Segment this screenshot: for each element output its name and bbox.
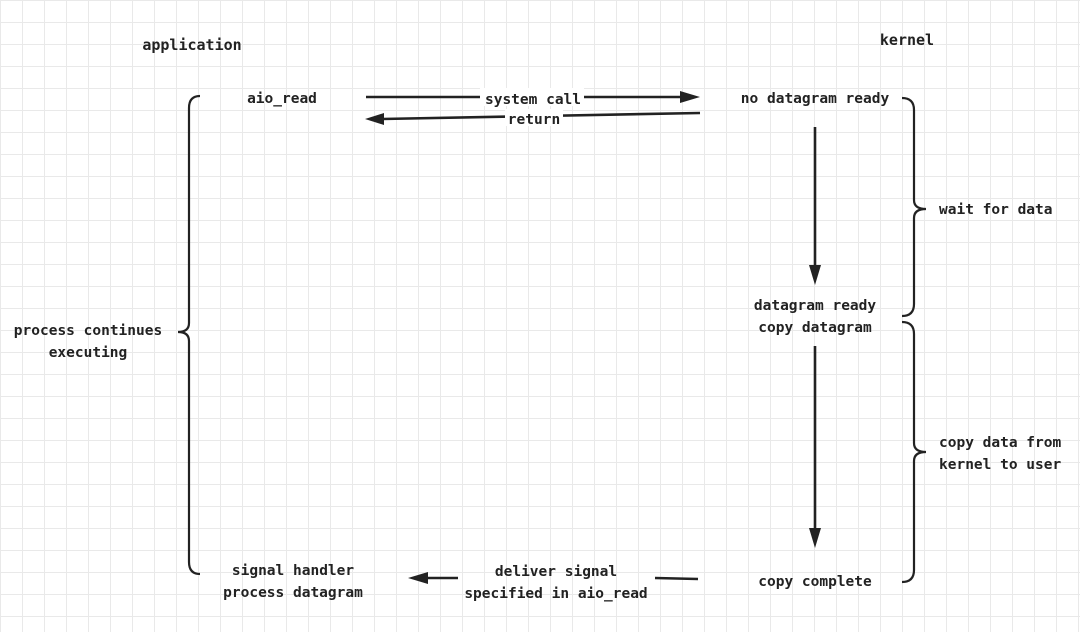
wait-for-data-brace: [901, 96, 927, 318]
executing-label: executing: [49, 345, 128, 361]
signal-handler-label: signal handler: [232, 563, 354, 579]
copy-datagram-label: copy datagram: [758, 320, 872, 336]
process-continues-label: process continues: [14, 323, 162, 339]
process-datagram-label: process datagram: [223, 585, 363, 601]
copy-complete-label: copy complete: [758, 574, 872, 590]
no-datagram-ready-label: no datagram ready: [741, 91, 890, 107]
return-label: return: [508, 112, 560, 128]
system-call-label: system call: [485, 92, 581, 108]
application-column-heading: application: [142, 36, 241, 54]
deliver-signal-arrowhead: [408, 572, 428, 584]
deliver-signal-label: deliver signal: [495, 564, 617, 580]
return-arrowhead: [365, 113, 384, 125]
specified-in-aio-read-label: specified in aio_read: [464, 586, 647, 602]
copy-data-brace: [901, 320, 927, 584]
wait-arrowhead: [809, 265, 821, 285]
wait-for-data-label: wait for data: [939, 202, 1053, 218]
copy-arrowhead: [809, 528, 821, 548]
deliver-signal-arrow-tail: [654, 576, 699, 581]
kernel-column-heading: kernel: [880, 31, 934, 49]
kernel-to-user-label: kernel to user: [939, 457, 1061, 473]
copy-data-from-label: copy data from: [939, 435, 1061, 451]
aio-read-call: aio_read: [247, 91, 317, 107]
system-call-arrowhead: [680, 91, 700, 103]
process-continues-brace: [177, 94, 201, 576]
datagram-ready-label: datagram ready: [754, 298, 876, 314]
